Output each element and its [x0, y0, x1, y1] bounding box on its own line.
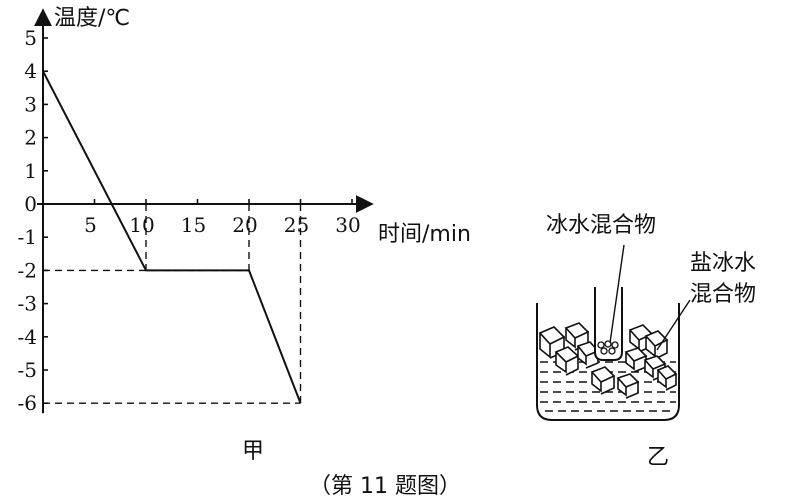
y-ticks: 5 4 3 2 1 0 -1 -2 -3 -4 -5 -6 [18, 26, 48, 415]
label-salt-ice-water-line1: 盐冰水 [690, 251, 756, 276]
x-tick-label: 25 [284, 213, 309, 237]
figure-label-jia: 甲 [242, 439, 264, 464]
ice-cubes [538, 322, 678, 399]
label-salt-ice-water-line2: 混合物 [690, 282, 756, 307]
y-tick-label: -6 [18, 391, 37, 415]
y-tick-label: 1 [24, 159, 37, 183]
y-tick-label: -3 [18, 292, 37, 316]
leader-line-ice-water [609, 244, 625, 344]
x-ticks: 5 10 15 20 25 30 [84, 199, 361, 237]
x-tick-label: 30 [335, 213, 360, 237]
x-tick-label: 5 [84, 213, 97, 237]
x-axis-label: 时间/min [378, 222, 471, 247]
y-tick-label: -1 [18, 225, 37, 249]
temperature-line [42, 70, 302, 404]
leader-line-salt-ice-water [656, 299, 691, 351]
test-tube [594, 287, 623, 361]
x-tick-label: 10 [129, 213, 154, 237]
y-tick-label: -4 [18, 325, 37, 349]
beaker-illustration [536, 244, 691, 421]
label-ice-water-mixture: 冰水混合物 [546, 213, 656, 238]
x-tick-label: 15 [181, 213, 206, 237]
figure-caption: （第 11 题图） [309, 474, 461, 499]
y-tick-label: 5 [24, 26, 37, 50]
x-tick-label: 20 [232, 213, 257, 237]
series-group [42, 70, 302, 404]
y-tick-label: 0 [24, 192, 37, 216]
y-tick-label: 2 [24, 126, 37, 150]
ice-water-bubbles [597, 340, 619, 355]
figure-label-yi: 乙 [647, 445, 669, 470]
y-tick-label: -2 [18, 258, 37, 282]
y-axis-label: 温度/℃ [54, 6, 130, 31]
axes [34, 8, 374, 414]
beaker-outline [536, 303, 680, 421]
y-tick-label: -5 [18, 358, 37, 382]
y-tick-label: 3 [24, 92, 37, 116]
y-tick-label: 4 [24, 59, 37, 83]
